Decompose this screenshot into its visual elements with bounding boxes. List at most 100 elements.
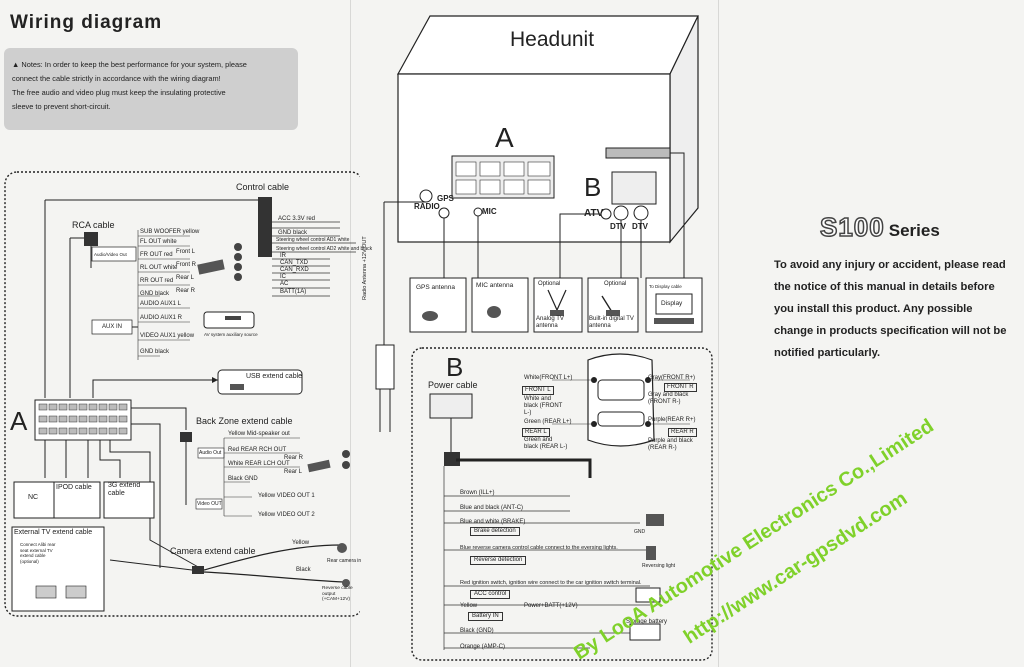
page-fold-right [718, 0, 719, 667]
ext-tv-label: External TV extend cable [14, 529, 93, 536]
power-line: Blue and white (BRAKE) [460, 519, 526, 525]
to-display-label: To Display cable [649, 284, 682, 289]
power-line: Reverse detection [470, 556, 527, 565]
power-line: Battery IN [468, 612, 503, 621]
gps-socket [438, 207, 450, 219]
back-zone-line: Black GND [228, 476, 258, 482]
power-line: Blue and black (ANT-C) [460, 505, 524, 511]
gnd-label: GND [634, 529, 646, 535]
rca-line: RR OUT red [140, 278, 174, 284]
power-line: Brown (ILL+) [460, 490, 495, 496]
speaker-wire-right: Purple(REAR R+) [648, 417, 696, 423]
control-line: BATT(1A) [280, 289, 307, 295]
power-plug [444, 452, 460, 466]
speaker-wire-left: REAR L [522, 428, 550, 437]
series-word: Series [888, 221, 940, 240]
aux-line: AUDIO AUX1 R [140, 315, 183, 321]
series-mark: S100 [819, 211, 885, 243]
mic-antenna-label: MIC antenna [476, 282, 514, 289]
back-zone-line: White REAR LCH OUT [228, 461, 290, 467]
rca-line: RL OUT white [140, 265, 178, 271]
speaker-wire-right: Gray(FRONT R+) [648, 375, 696, 381]
power-b-label: B [446, 352, 464, 382]
rca-line: GND black [140, 291, 170, 297]
nc-label: NC [28, 494, 39, 501]
back-zone-connector [180, 432, 192, 442]
video-out-2-label: Yellow VIDEO OUT 2 [258, 512, 315, 518]
back-zone-line: Red REAR RCH OUT [228, 447, 287, 453]
warning-text: To avoid any injury or accident, please … [774, 259, 1007, 359]
storage-battery-label: Storage battery [626, 619, 668, 625]
speaker-wire-right: REAR R [668, 428, 697, 437]
acc-switch [635, 587, 661, 603]
camera-yellow-label: Yellow [292, 540, 310, 546]
rca-line: FL OUT white [140, 239, 177, 245]
aux-line: AUDIO AUX1 L [140, 301, 182, 307]
camera-label: Camera extend cable [170, 546, 256, 556]
power-line: Blue reverse camera control cable connec… [460, 545, 618, 551]
radio-label: RADIO [414, 202, 440, 211]
analog-optional-label: Optional [538, 281, 561, 287]
control-line: GND black [278, 230, 308, 236]
control-line: CAN_RXD [280, 267, 309, 273]
mic-antenna-box [471, 277, 529, 333]
back-zone-line: Yellow Mid-speaker out [228, 431, 290, 437]
control-line: Steering wheel control AD1 white [276, 237, 350, 243]
speaker-wire-left: White and black (FRONT L-) [524, 396, 563, 416]
video-out-1-label: Yellow VIDEO OUT 1 [258, 493, 315, 499]
control-line: Steering wheel control AD2 white and bla… [276, 246, 373, 252]
nc-box [13, 481, 55, 519]
headunit-connector-b [611, 171, 657, 205]
control-line: CAN_TXD [280, 260, 309, 266]
ipod-label: IPOD cable [56, 484, 92, 491]
control-line: AC [280, 281, 289, 287]
aux-line: GND black [140, 349, 170, 355]
amplifier-icon [197, 243, 242, 281]
headunit-title: Headunit [510, 28, 595, 51]
rca-cable-label: RCA cable [72, 220, 115, 230]
analog-tv-label: Analog TV antenna [536, 316, 564, 329]
speaker-wire-left: Green and black (REAR L-) [524, 437, 568, 450]
aux-source-label: AV system auxiliary source [204, 332, 258, 337]
speaker-wire-left: Green (REAR L+) [524, 419, 572, 425]
usb-label: USB extend cable [246, 373, 303, 380]
aux-in-label: AUX IN [102, 324, 123, 330]
page-title: Wiring diagram [10, 12, 163, 33]
storage-battery-icon [629, 623, 661, 641]
digital-tv-box [587, 277, 639, 333]
rear-camera-in-label: Rear camera in [327, 558, 362, 564]
ipod-box [53, 481, 101, 519]
headunit-a-label: A [495, 122, 514, 153]
speaker-wire-left: White(FRONT L+) [524, 375, 573, 381]
rear-label: Rear R [284, 455, 304, 461]
power-line: ACC control [470, 590, 511, 599]
display-connector [605, 147, 671, 159]
control-cable-label: Control cable [236, 182, 290, 192]
speaker-label: Front L [176, 249, 196, 255]
atv-socket [600, 208, 612, 220]
analog-tv-box [533, 277, 583, 333]
digital-tv-label: Built-in digital TV antenna [589, 316, 634, 329]
note-line: ▲ Notes: In order to keep the best perfo… [12, 60, 247, 69]
car-topview-icon [587, 353, 655, 447]
dtv-socket-2 [633, 205, 649, 221]
rca-line: SUB WOOFER yellow [140, 229, 200, 235]
power-line: Brake detection [470, 527, 520, 536]
camera-connector [192, 566, 204, 574]
digital-optional-label: Optional [604, 281, 627, 287]
ext-tv-box [11, 526, 105, 612]
mic-socket [473, 207, 483, 217]
aux-line: VIDEO AUX1 yellow [140, 333, 195, 339]
dtv-label-1: DTV [610, 222, 626, 231]
ext-tv-note: Connect Alibi rear seat external TV exte… [20, 542, 56, 564]
reversing-light-label: Reversing light [642, 563, 676, 569]
rca-connector [84, 232, 98, 246]
dtv-socket-1 [613, 205, 629, 221]
audio-video-out-label: Audio/Video Out [94, 252, 127, 257]
speaker-wire-right: Purple and black (REAR R-) [648, 438, 693, 451]
power-line: Power+BATT(+12V) [524, 603, 578, 609]
speaker-wire-right: FRONT R [664, 383, 697, 392]
power-dotted-frame [411, 347, 713, 661]
note-line: sleeve to prevent short-circuit. [12, 102, 111, 111]
